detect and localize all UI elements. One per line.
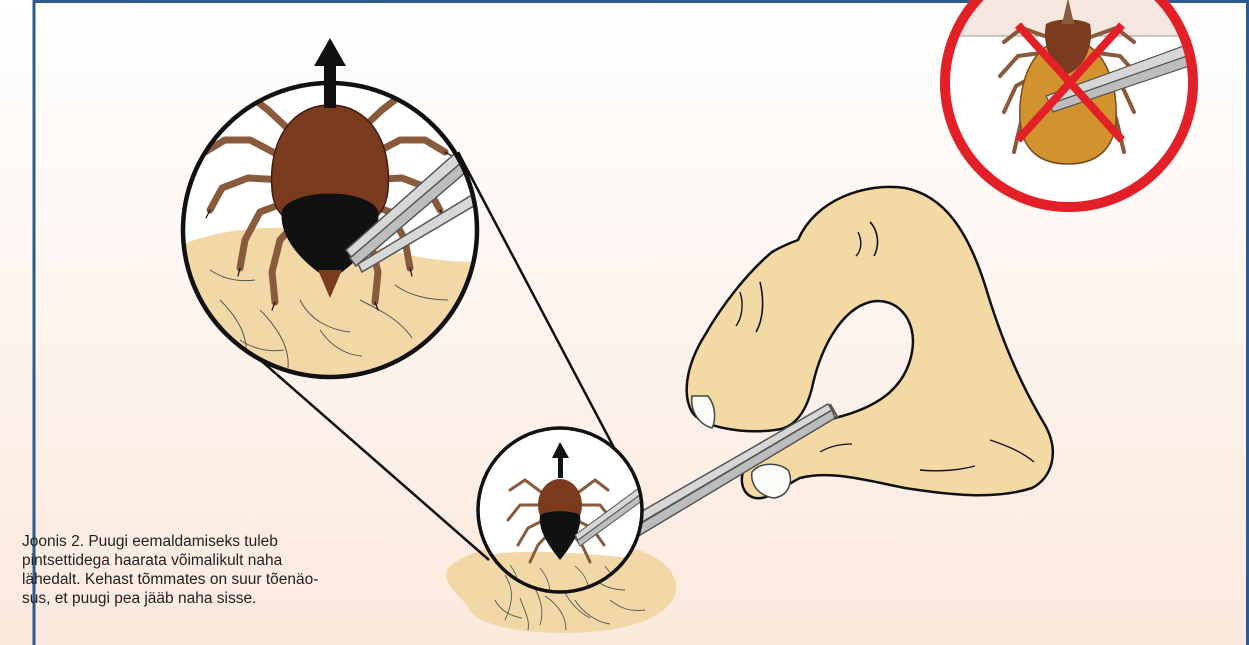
caption-line: pintsettidega haarata võimalikult naha — [22, 552, 282, 569]
caption-line: sus, et puugi pea jääb naha sisse. — [22, 590, 256, 607]
caption-line: Joonis 2. Puugi eemaldamiseks tuleb — [22, 533, 278, 550]
caption-line: lähedalt. Kehast tõmmates on suur tõenäo… — [22, 571, 318, 588]
figure-caption: Joonis 2. Puugi eemaldamiseks tuleb pint… — [22, 532, 414, 608]
